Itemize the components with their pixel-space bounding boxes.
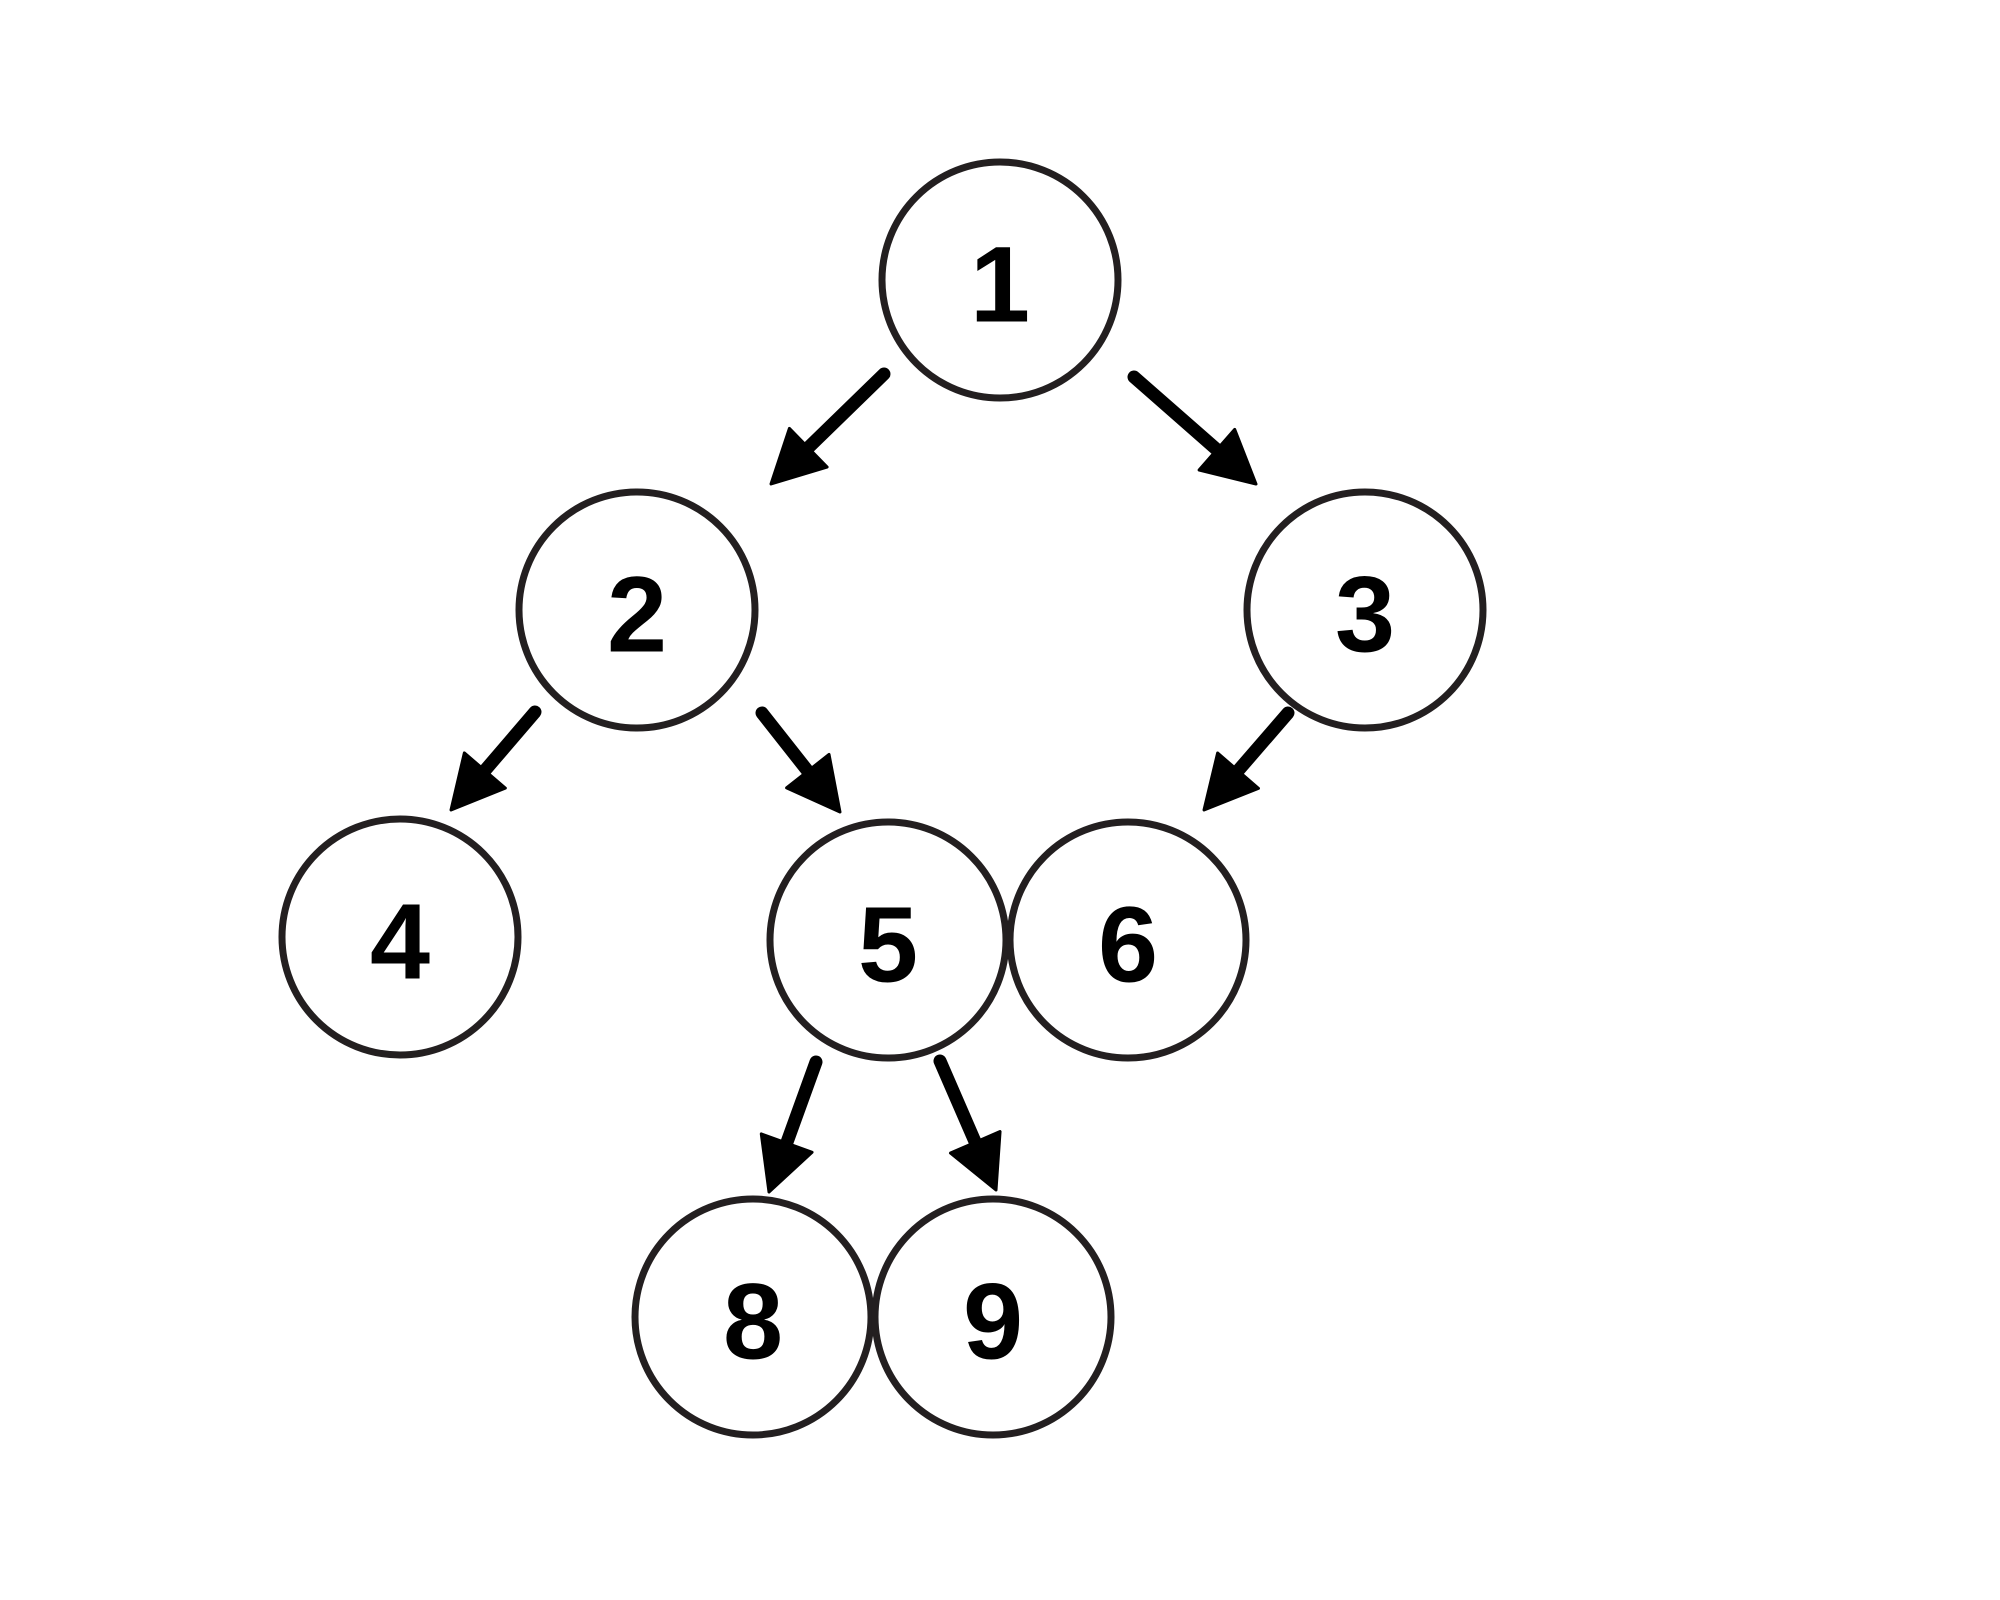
- edge-5-to-8: [759, 1055, 823, 1194]
- edge-line: [1127, 370, 1231, 463]
- edge-line: [794, 367, 891, 462]
- edge-2-to-4: [449, 705, 542, 812]
- edge-1-to-3: [1127, 370, 1258, 486]
- node-circle[interactable]: [878, 158, 1122, 402]
- node-2[interactable]: 2: [515, 488, 759, 732]
- arrowhead-icon: [769, 426, 829, 486]
- edge-1-to-2: [769, 367, 891, 486]
- edge-line: [1224, 706, 1295, 785]
- node-8[interactable]: 8: [631, 1195, 875, 1439]
- node-label: 9: [963, 1261, 1023, 1382]
- edge-line: [933, 1054, 986, 1158]
- edge-5-to-9: [933, 1054, 1002, 1192]
- node-circle[interactable]: [515, 488, 759, 732]
- node-1[interactable]: 1: [878, 158, 1122, 402]
- edge-line: [471, 705, 542, 785]
- edge-line: [776, 1055, 823, 1160]
- edge-2-to-5: [755, 706, 842, 814]
- arrowhead-icon: [449, 751, 507, 812]
- arrowhead-icon: [949, 1130, 1002, 1192]
- edges-layer: [449, 367, 1295, 1194]
- node-circle[interactable]: [871, 1195, 1115, 1439]
- edge-line: [755, 706, 821, 786]
- node-circle[interactable]: [1006, 818, 1250, 1062]
- arrowhead-icon: [1197, 427, 1258, 486]
- node-label: 1: [970, 224, 1030, 345]
- node-label: 4: [370, 881, 430, 1002]
- node-label: 6: [1098, 884, 1158, 1005]
- nodes-layer: 1 2 3 4 5 6 8 9: [278, 158, 1487, 1439]
- edge-3-to-6: [1202, 706, 1295, 812]
- node-circle[interactable]: [631, 1195, 875, 1439]
- node-circle[interactable]: [766, 818, 1010, 1062]
- node-4[interactable]: 4: [278, 815, 522, 1059]
- node-label: 3: [1335, 554, 1395, 675]
- node-5[interactable]: 5: [766, 818, 1010, 1062]
- arrowhead-icon: [759, 1132, 814, 1194]
- arrowhead-icon: [785, 752, 842, 814]
- node-circle[interactable]: [1243, 488, 1487, 732]
- node-6[interactable]: 6: [1006, 818, 1250, 1062]
- node-circle[interactable]: [278, 815, 522, 1059]
- node-3[interactable]: 3: [1243, 488, 1487, 732]
- arrowhead-icon: [1202, 751, 1260, 812]
- node-label: 2: [607, 554, 667, 675]
- node-label: 5: [858, 884, 918, 1005]
- node-label: 8: [723, 1261, 783, 1382]
- node-9[interactable]: 9: [871, 1195, 1115, 1439]
